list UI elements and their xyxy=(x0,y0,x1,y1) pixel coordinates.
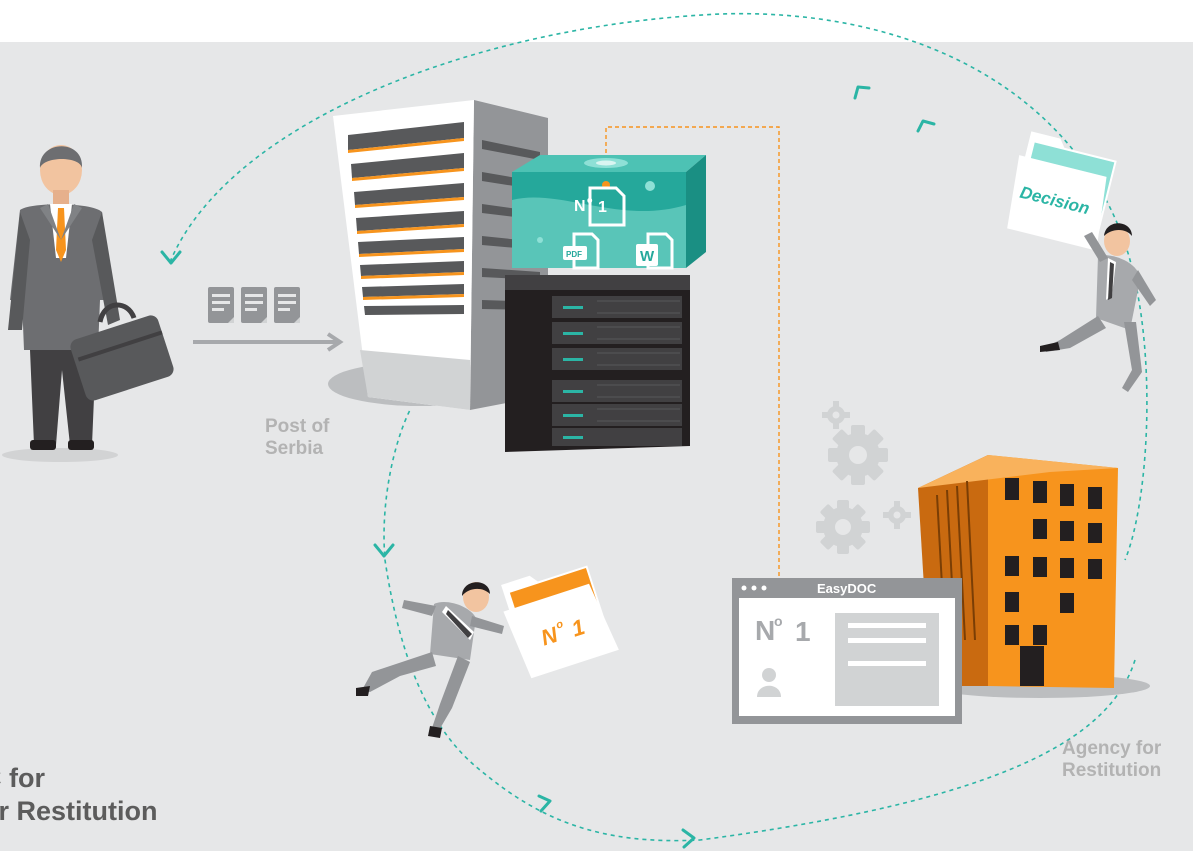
box-number-value: 1 xyxy=(598,199,607,216)
running-man-icon xyxy=(356,582,504,738)
server-icon xyxy=(505,275,690,452)
send-arrow-icon xyxy=(193,332,344,352)
number-folder-icon: N o 1 xyxy=(501,565,619,679)
running-man-icon xyxy=(1040,223,1156,392)
gear-icon xyxy=(883,501,911,529)
arrow-head-icon xyxy=(853,85,871,100)
user-icon xyxy=(757,668,781,697)
post-label-line-1: Post of xyxy=(265,416,330,437)
word-label: W xyxy=(640,248,655,265)
window-number-sup: o xyxy=(774,613,783,629)
sync-connector xyxy=(605,126,780,578)
agency-building-icon xyxy=(918,455,1150,698)
agency-label-line-2: Restitution xyxy=(1062,760,1162,781)
folder-number-sup: o xyxy=(555,618,565,632)
arrow-head-icon xyxy=(160,250,182,265)
database-box-icon: N o 1 PDF W xyxy=(512,155,706,270)
arrow-heads xyxy=(160,85,936,849)
agency-label-line-1: Agency for xyxy=(1062,738,1162,759)
word-file-icon: W xyxy=(636,232,674,270)
post-of-serbia-label: Post of Serbia xyxy=(265,416,329,460)
easydoc-window: EasyDOC N o 1 xyxy=(732,578,962,724)
window-number-prefix: N xyxy=(755,615,775,646)
agency-for-restitution-label: Agency for Restitution xyxy=(1062,738,1161,782)
arrow-head-icon xyxy=(373,543,395,558)
title-line-2: or Restitution xyxy=(0,796,158,826)
arrow-head-icon xyxy=(537,794,552,813)
briefcase-icon xyxy=(70,302,174,401)
window-number-value: 1 xyxy=(795,616,811,647)
arrow-head-icon xyxy=(916,119,936,133)
pdf-file-icon: PDF xyxy=(563,232,600,270)
document-icon xyxy=(274,287,300,323)
gear-icon xyxy=(822,401,850,429)
arrow-head-icon xyxy=(681,828,696,849)
box-number-prefix: N xyxy=(574,198,586,215)
title-line-1: C for xyxy=(0,763,45,793)
easydoc-window-title: EasyDOC xyxy=(817,581,877,596)
workflow-path-top xyxy=(169,12,1148,561)
document-icon xyxy=(241,287,267,323)
gear-group xyxy=(816,401,911,554)
box-number-sup: o xyxy=(587,195,593,205)
document-icon xyxy=(208,287,234,323)
document-stack xyxy=(208,287,300,323)
post-label-line-2: Serbia xyxy=(265,438,324,459)
gear-icon xyxy=(816,500,870,554)
workflow-path-bottom xyxy=(383,409,1136,842)
gear-icon xyxy=(828,425,888,485)
citizen-person-icon xyxy=(2,145,120,462)
pdf-label: PDF xyxy=(566,250,582,259)
diagram-title: C for or Restitution xyxy=(0,762,158,828)
decision-folder-icon: Decision xyxy=(1007,131,1117,251)
